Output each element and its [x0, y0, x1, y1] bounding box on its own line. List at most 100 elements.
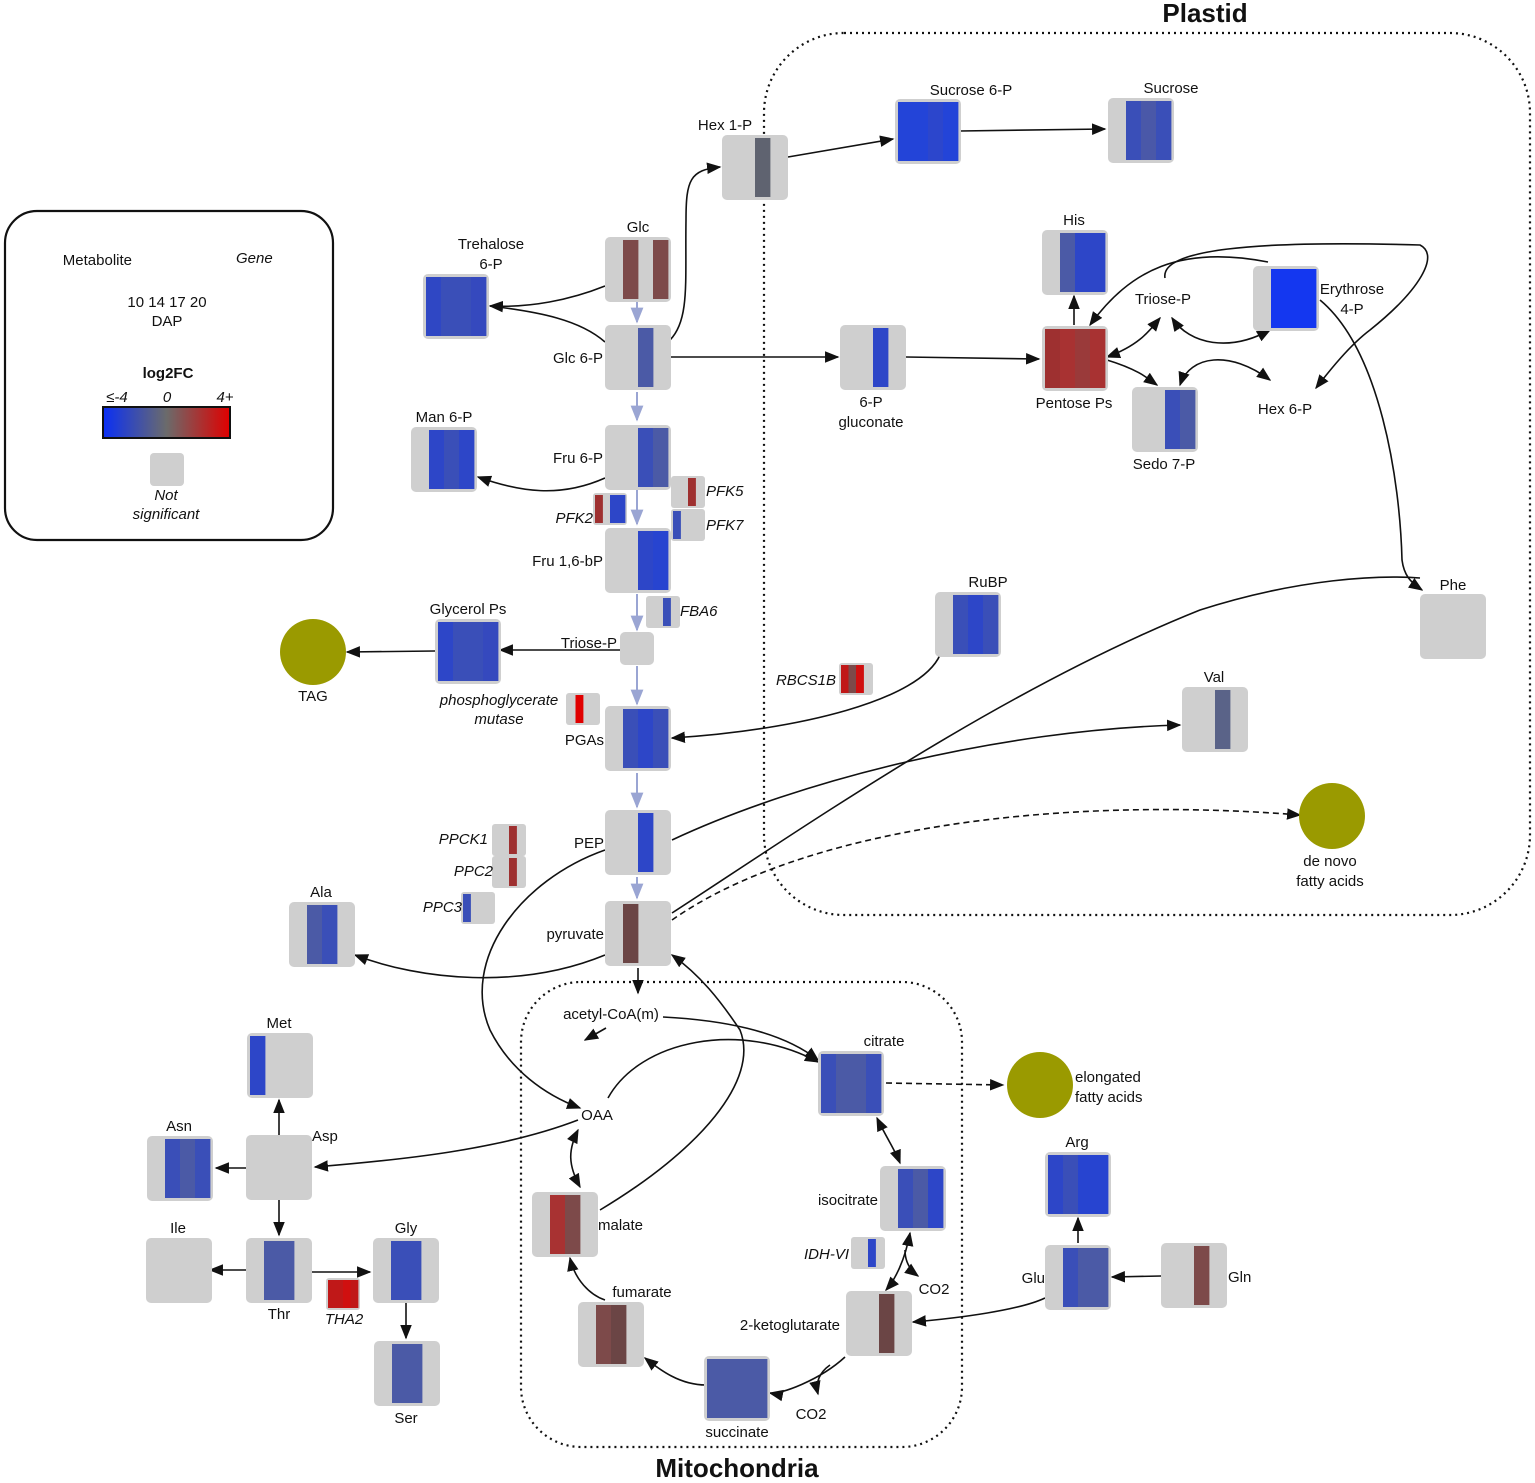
ppc3-dap-1-bar	[463, 894, 471, 922]
succinate-label: succinate	[705, 1424, 768, 1441]
isocitrate-label: isocitrate	[818, 1192, 878, 1209]
his-label: His	[1063, 212, 1085, 229]
arg-dap-3-bar	[1078, 1155, 1094, 1214]
pathway-edges	[208, 123, 1429, 1402]
asp-metabolite-box	[246, 1135, 312, 1200]
idhvi-dap-3-bar	[868, 1239, 876, 1267]
pfk7-gene-box	[671, 509, 705, 541]
legend: Metabolite Gene 10 14 17 20 DAP log2FC ≤…	[3, 209, 335, 542]
glu-dap-2-bar	[1063, 1248, 1079, 1307]
ppc2-label: PPC2	[454, 863, 494, 880]
pfk2-gene-box	[593, 493, 627, 525]
metabolite-labels: Hex 1-P Sucrose 6-P Sucrose Glc Trehalos…	[166, 80, 1466, 1441]
ile-box-background	[146, 1238, 212, 1303]
fru16bp-dap-3-bar	[638, 531, 654, 590]
tha2-dap-1-bar	[328, 1280, 336, 1308]
triosep_g-metabolite-box	[620, 632, 654, 665]
triosep-glyco-label: Triose-P	[561, 635, 617, 652]
thr-dap-2-bar	[264, 1241, 280, 1300]
elongated-fatty-acids-circle	[1007, 1052, 1073, 1118]
his-dap-3-bar	[1075, 233, 1091, 292]
fru16bp-label: Fru 1,6-bP	[532, 553, 603, 570]
thr-label: Thr	[268, 1306, 291, 1323]
asn-metabolite-box	[147, 1136, 213, 1201]
fba6-gene-box	[646, 596, 680, 628]
phe-box-background	[1420, 594, 1486, 659]
pfk2-dap-1-bar	[595, 495, 603, 523]
pep-metabolite-box	[605, 810, 671, 875]
pfk5-gene-box	[671, 476, 705, 508]
rubp-metabolite-box	[935, 592, 1001, 657]
sedo7p-dap-4-bar	[1180, 390, 1196, 449]
fumarate-dap-3-bar	[611, 1305, 627, 1364]
tha2-label: THA2	[325, 1311, 364, 1328]
rbcs1b-gene-box	[839, 663, 873, 695]
sucrose-label: Sucrose	[1143, 80, 1198, 97]
asn-dap-3-bar	[180, 1139, 196, 1198]
succinate-dap-1-bar	[707, 1359, 723, 1418]
fru6p-dap-3-bar	[638, 428, 654, 487]
pgas-dap-4-bar	[653, 709, 669, 768]
fba6-label: FBA6	[680, 603, 718, 620]
ery4p-dap-4-bar	[1301, 269, 1317, 328]
glycerolps-label: Glycerol Ps	[430, 601, 507, 618]
fru16bp-dap-4-bar	[653, 531, 669, 590]
rubp-label: RuBP	[968, 574, 1007, 591]
6pg-label-line1: 6-P	[859, 394, 882, 411]
arg-dap-2-bar	[1063, 1155, 1079, 1214]
ile-label: Ile	[170, 1220, 186, 1237]
met-dap-1-bar	[250, 1036, 266, 1095]
gly-metabolite-box	[373, 1238, 439, 1303]
pgm-dap-2-bar	[575, 695, 584, 723]
co2-label-b: CO2	[796, 1406, 827, 1423]
suc6p-metabolite-box	[895, 99, 961, 164]
mitochondria-compartment: Mitochondria	[519, 980, 964, 1483]
glu-dap-3-bar	[1078, 1248, 1094, 1307]
pyruvate-label: pyruvate	[546, 926, 604, 943]
ala-dap-2-bar	[307, 905, 323, 964]
fru6p-dap-4-bar	[653, 428, 669, 487]
ala-label: Ala	[310, 884, 332, 901]
malate-dap-3-bar	[565, 1195, 581, 1254]
ser-dap-2-bar	[392, 1344, 408, 1403]
pgm-label-line1: phosphoglycerate	[439, 692, 558, 709]
phe-label: Phe	[1440, 577, 1467, 594]
isocitrate-dap-4-bar	[928, 1169, 944, 1228]
val-metabolite-box	[1182, 687, 1248, 752]
pgm-gene-box	[566, 693, 600, 725]
val-dap-3-bar	[1215, 690, 1231, 749]
phe-metabolite-box	[1420, 594, 1486, 659]
glc-metabolite-box	[605, 237, 671, 302]
triosep-ppp-label: Triose-P	[1135, 291, 1191, 308]
pfk5-label: PFK5	[706, 483, 744, 500]
ala-dap-3-bar	[322, 905, 338, 964]
6pg-metabolite-box	[840, 325, 906, 390]
isocitrate-dap-2-bar	[898, 1169, 914, 1228]
rubp-dap-3-bar	[968, 595, 984, 654]
glc6p-metabolite-box	[605, 325, 671, 390]
malate-metabolite-box	[532, 1192, 598, 1257]
tag-label: TAG	[298, 688, 328, 705]
ery4p-dap-2-bar	[1271, 269, 1287, 328]
oaa-label: OAA	[581, 1107, 613, 1124]
fru16bp-metabolite-box	[605, 528, 671, 593]
glycerolps-dap-3-bar	[468, 622, 484, 681]
tre6p-dap-1-bar	[426, 277, 442, 336]
isocitrate-dap-3-bar	[913, 1169, 929, 1228]
pfk2-dap-4-bar	[617, 495, 626, 523]
ser-metabolite-box	[374, 1341, 440, 1406]
man6p-metabolite-box	[411, 427, 477, 492]
tre6p-dap-3-bar	[456, 277, 472, 336]
ile-metabolite-box	[146, 1238, 212, 1303]
pyruvate-dap-2-bar	[623, 904, 639, 963]
rubp-dap-4-bar	[983, 595, 999, 654]
asn-dap-4-bar	[195, 1139, 211, 1198]
hex1p-label: Hex 1-P	[698, 117, 752, 134]
lipid-circles: TAG de novo fatty acids elongated fatty …	[280, 619, 1365, 1118]
citrate-dap-3-bar	[851, 1054, 867, 1113]
sucrose-dap-2-bar	[1126, 101, 1142, 160]
ppck1-gene-box	[492, 824, 526, 856]
acetylcoa-label: acetyl-CoA(m)	[563, 1006, 659, 1023]
citrate-dap-2-bar	[836, 1054, 852, 1113]
